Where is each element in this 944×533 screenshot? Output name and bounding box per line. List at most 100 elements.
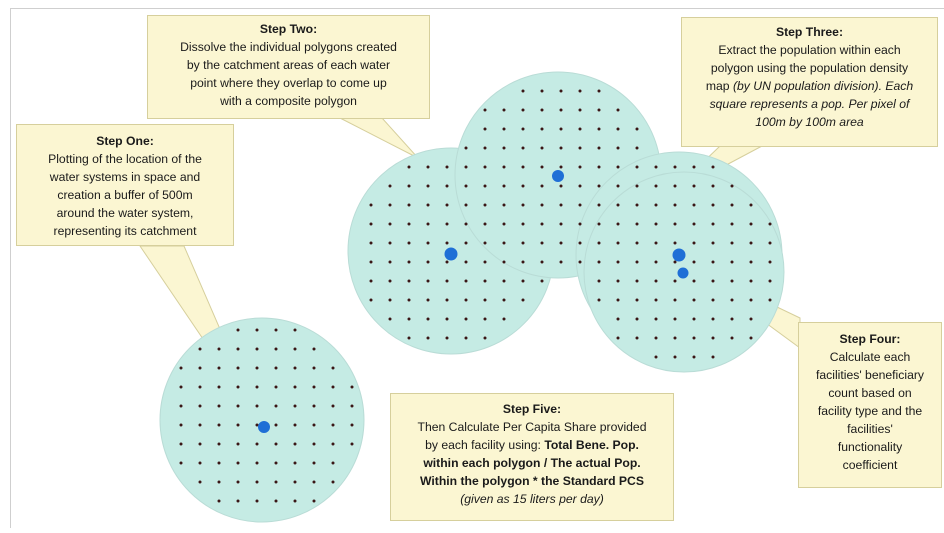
single-catchment-buffer	[159, 317, 365, 523]
step-four-line: count based on	[828, 386, 912, 400]
population-pixel-dot	[255, 499, 259, 503]
population-pixel-dot	[711, 336, 715, 340]
population-pixel-dot	[198, 385, 202, 389]
population-pixel-dot	[635, 241, 639, 245]
step-three-title: Step Three:	[775, 25, 844, 39]
population-pixel-dot	[502, 203, 506, 207]
population-pixel-dot	[692, 279, 696, 283]
population-pixel-dot	[540, 241, 544, 245]
population-pixel-dot	[749, 317, 753, 321]
population-pixel-dot	[692, 317, 696, 321]
population-pixel-dot	[673, 184, 677, 188]
population-pixel-dot	[502, 222, 506, 226]
population-pixel-dot	[616, 222, 620, 226]
population-pixel-dot	[255, 461, 259, 465]
population-pixel-dot	[426, 298, 430, 302]
population-pixel-dot	[483, 241, 487, 245]
population-pixel-dot	[369, 222, 373, 226]
population-pixel-dot	[654, 165, 658, 169]
population-pixel-dot	[293, 366, 297, 370]
step-four-line: Calculate each	[829, 350, 911, 364]
population-pixel-dot	[768, 222, 772, 226]
population-pixel-dot	[654, 317, 658, 321]
step-five-line-bold: Total Bene. Pop.	[544, 438, 639, 452]
population-pixel-dot	[274, 461, 278, 465]
step-two-line: point where they overlap to come up	[190, 76, 387, 90]
frame-left-border	[10, 8, 11, 528]
population-pixel-dot	[578, 108, 582, 112]
population-pixel-dot	[236, 328, 240, 332]
population-pixel-dot	[540, 146, 544, 150]
population-pixel-dot	[635, 279, 639, 283]
population-pixel-dot	[198, 461, 202, 465]
population-pixel-dot	[654, 184, 658, 188]
population-pixel-dot	[635, 165, 639, 169]
population-pixel-dot	[597, 298, 601, 302]
population-pixel-dot	[198, 442, 202, 446]
population-pixel-dot	[559, 203, 563, 207]
population-pixel-dot	[274, 347, 278, 351]
population-pixel-dot	[654, 355, 658, 359]
population-pixel-dot	[407, 241, 411, 245]
population-pixel-dot	[768, 241, 772, 245]
population-pixel-dot	[730, 260, 734, 264]
population-pixel-dot	[312, 385, 316, 389]
population-pixel-dot	[521, 165, 525, 169]
population-pixel-dot	[274, 385, 278, 389]
population-pixel-dot	[540, 89, 544, 93]
population-pixel-dot	[350, 385, 354, 389]
population-pixel-dot	[730, 184, 734, 188]
population-pixel-dot	[616, 146, 620, 150]
population-pixel-dot	[179, 404, 183, 408]
population-pixel-dot	[217, 442, 221, 446]
population-pixel-dot	[483, 203, 487, 207]
population-pixel-dot	[616, 336, 620, 340]
population-pixel-dot	[654, 222, 658, 226]
population-pixel-dot	[578, 222, 582, 226]
population-pixel-dot	[711, 165, 715, 169]
step-five-line-bold: Within the polygon * the Standard PCS	[419, 474, 644, 488]
population-pixel-dot	[331, 385, 335, 389]
population-pixel-dot	[768, 279, 772, 283]
population-pixel-dot	[635, 298, 639, 302]
population-pixel-dot	[388, 222, 392, 226]
population-pixel-dot	[502, 184, 506, 188]
water-point-marker	[672, 248, 686, 262]
population-pixel-dot	[388, 279, 392, 283]
population-pixel-dot	[198, 423, 202, 427]
population-pixel-dot	[483, 317, 487, 321]
population-pixel-dot	[578, 165, 582, 169]
population-pixel-dot	[692, 260, 696, 264]
population-pixel-dot	[521, 89, 525, 93]
step-two-line: Dissolve the individual polygons created	[180, 40, 397, 54]
population-pixel-dot	[635, 260, 639, 264]
population-pixel-dot	[673, 260, 677, 264]
population-pixel-dot	[255, 480, 259, 484]
population-pixel-dot	[616, 203, 620, 207]
population-pixel-dot	[559, 127, 563, 131]
population-pixel-dot	[578, 241, 582, 245]
population-pixel-dot	[673, 317, 677, 321]
population-pixel-dot	[749, 298, 753, 302]
population-pixel-dot	[426, 336, 430, 340]
step-one-line: water systems in space and	[49, 170, 201, 184]
population-pixel-dot	[217, 423, 221, 427]
step-three-line-italic: square represents a pop. Per pixel of	[709, 97, 910, 111]
population-pixel-dot	[730, 203, 734, 207]
step-three-callout: Step Three: Extract the population withi…	[681, 17, 938, 147]
population-pixel-dot	[464, 184, 468, 188]
population-pixel-dot	[293, 461, 297, 465]
population-pixel-dot	[692, 355, 696, 359]
population-pixel-dot	[464, 165, 468, 169]
population-pixel-dot	[540, 203, 544, 207]
catchment-area-single	[159, 317, 365, 523]
population-pixel-dot	[540, 222, 544, 226]
population-pixel-dot	[654, 260, 658, 264]
population-pixel-dot	[749, 222, 753, 226]
population-pixel-dot	[407, 279, 411, 283]
step-four-line: facilities' beneficiary	[816, 368, 924, 382]
population-pixel-dot	[673, 165, 677, 169]
population-pixel-dot	[388, 184, 392, 188]
population-pixel-dot	[426, 317, 430, 321]
step-five-line: Within the polygon * the Standard PCS	[391, 472, 673, 490]
